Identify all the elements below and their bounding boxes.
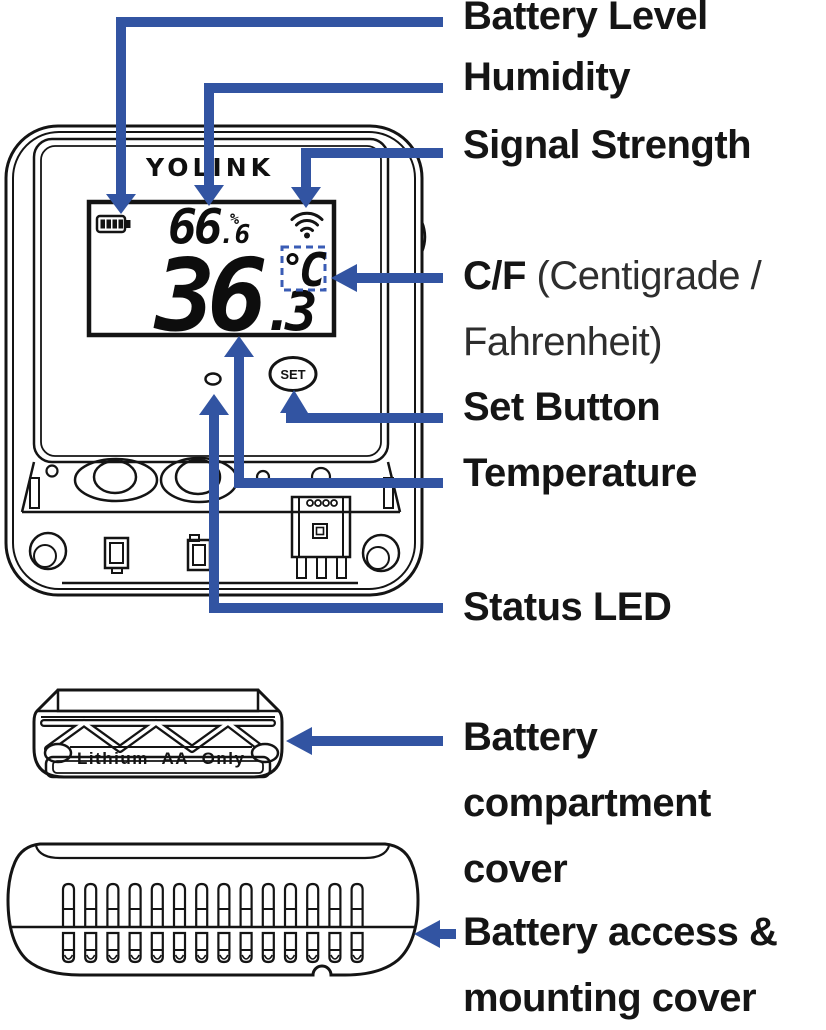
- temperature-arrow: [224, 336, 443, 488]
- signal-strength-icon: [290, 211, 324, 239]
- label-cf-bold: C/F: [463, 254, 526, 298]
- cf-arrow: [331, 264, 443, 292]
- label-status-led: Status LED: [463, 585, 672, 629]
- label-humidity: Humidity: [463, 55, 631, 99]
- battery-compartment-cover-arrow: [286, 727, 443, 755]
- status-led-arrow: [199, 394, 443, 613]
- truss-pattern: [40, 719, 276, 753]
- screw-hole-right: [361, 533, 401, 573]
- label-battery-cover-line1: Battery: [463, 715, 598, 759]
- label-battery-cover-line3: cover: [463, 847, 568, 891]
- battery-access-cover-arrow: [414, 920, 456, 948]
- signal-strength-arrow: [291, 148, 443, 208]
- device-bottom-components: [28, 495, 401, 585]
- set-button: SET: [268, 356, 318, 392]
- cover-screw-hole-right: [250, 742, 280, 764]
- temperature-value: 36: [153, 237, 265, 354]
- humidity-arrow: [194, 83, 443, 206]
- label-battery-level: Battery Level: [463, 0, 708, 38]
- label-cf-line2: Fahrenheit): [463, 320, 663, 364]
- side-bump: [420, 221, 427, 253]
- connector-block: [290, 495, 352, 579]
- label-cf-rest: (Centigrade /: [525, 254, 762, 298]
- cover-embossed-text: Lithium AA Only: [77, 749, 245, 768]
- label-battery-cover-line2: compartment: [463, 781, 711, 825]
- percent-icon: %: [230, 210, 239, 228]
- label-cf-line1: C/F (Centigrade /: [463, 254, 762, 298]
- battery-level-arrow: [106, 17, 443, 214]
- battery-compartment-cover: Lithium AA Only: [32, 688, 284, 779]
- label-access-cover-line2: mounting cover: [463, 976, 757, 1020]
- unit-selector-dashed-box: [280, 245, 327, 292]
- screw-hole-left: [28, 531, 68, 571]
- battery-level-icon: [95, 214, 131, 234]
- label-access-cover-line1: Battery access &: [463, 910, 778, 954]
- degree-icon: [286, 253, 299, 265]
- vent-slots: [61, 882, 364, 964]
- battery-access-mounting-cover: [6, 842, 420, 977]
- label-set-button: Set Button: [463, 385, 661, 429]
- set-button-label: SET: [280, 367, 305, 382]
- label-signal-strength: Signal Strength: [463, 123, 752, 167]
- status-led: [204, 372, 222, 386]
- callout-arrows: [106, 17, 456, 948]
- humidity-decimal: .6: [219, 220, 250, 250]
- humidity-value: 66: [168, 199, 222, 255]
- set-button-arrow: [280, 390, 443, 423]
- label-temperature: Temperature: [463, 451, 697, 495]
- unit-letter: C: [299, 243, 327, 297]
